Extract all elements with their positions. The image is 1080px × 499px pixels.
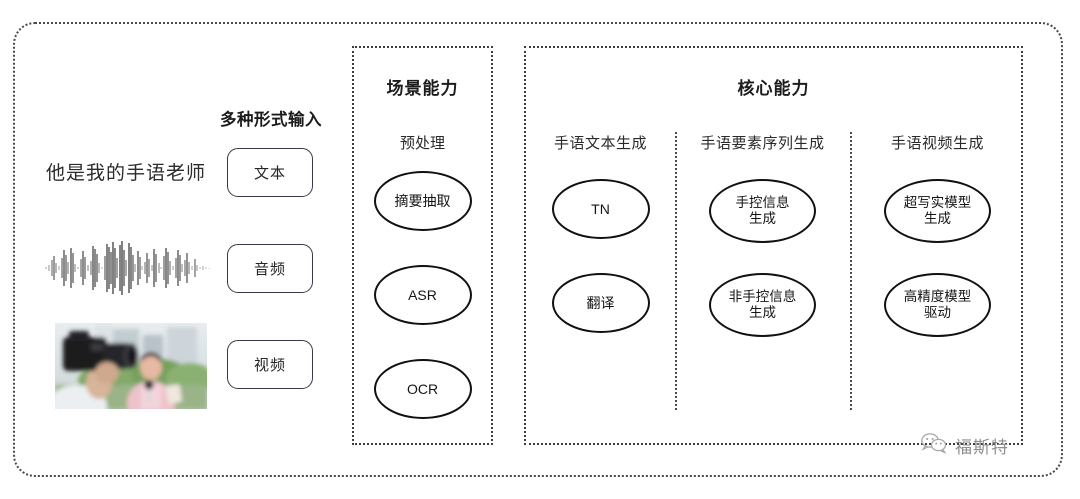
core-column-sign-element-sequence: 手语要素序列生成 手控信息 生成 非手控信息 生成 — [675, 132, 850, 337]
scene-panel-subtitle: 预处理 — [399, 135, 445, 152]
scene-node-asr[interactable]: ASR — [373, 265, 472, 325]
input-sentence-text: 他是我的手语老师 — [46, 163, 207, 184]
scene-node-summary-extraction[interactable]: 摘要抽取 — [373, 171, 472, 231]
core-node-tn[interactable]: TN — [551, 179, 650, 239]
core-node-translation[interactable]: 翻译 — [551, 273, 650, 333]
scene-panel-title: 场景能力 — [386, 79, 459, 98]
input-modality-text-button[interactable]: 文本 — [227, 148, 313, 197]
input-modality-video-button[interactable]: 视频 — [227, 340, 313, 389]
core-column-divider-2 — [850, 132, 852, 410]
audio-waveform-icon — [44, 238, 212, 298]
input-modality-audio-button[interactable]: 音频 — [227, 244, 313, 293]
core-column-3-heading: 手语视频生成 — [890, 135, 984, 152]
core-column-2-heading: 手语要素序列生成 — [700, 135, 825, 152]
core-capability-panel: 核心能力 手语文本生成 TN 翻译 手语要素序列生成 手控信息 生成 非手控信息… — [524, 46, 1023, 445]
core-column-sign-text-generation: 手语文本生成 TN 翻译 — [526, 132, 675, 333]
core-panel-title: 核心能力 — [737, 79, 810, 98]
core-column-sign-video-generation: 手语视频生成 超写实模型 生成 高精度模型 驱动 — [850, 132, 1025, 337]
core-column-divider-1 — [675, 132, 677, 410]
core-node-hyperrealistic-model-generation[interactable]: 超写实模型 生成 — [884, 179, 991, 243]
core-node-manual-signal-generation[interactable]: 手控信息 生成 — [709, 179, 816, 243]
core-column-1-heading: 手语文本生成 — [553, 135, 647, 152]
wechat-icon — [920, 432, 948, 459]
scene-capability-panel: 场景能力 预处理 摘要抽取 ASR OCR — [352, 46, 493, 445]
input-section-heading: 多种形式输入 — [220, 111, 322, 129]
scene-node-ocr[interactable]: OCR — [373, 359, 472, 419]
core-node-non-manual-signal-generation[interactable]: 非手控信息 生成 — [709, 273, 816, 337]
watermark-label: 福斯特 — [955, 438, 1009, 457]
core-node-high-precision-model-driving[interactable]: 高精度模型 驱动 — [884, 273, 991, 337]
scene-node-list: 摘要抽取 ASR OCR — [354, 171, 491, 453]
outer-dashed-frame — [13, 22, 1063, 477]
watermark: 福斯特 — [920, 432, 1009, 459]
video-thumbnail-image — [55, 323, 207, 409]
